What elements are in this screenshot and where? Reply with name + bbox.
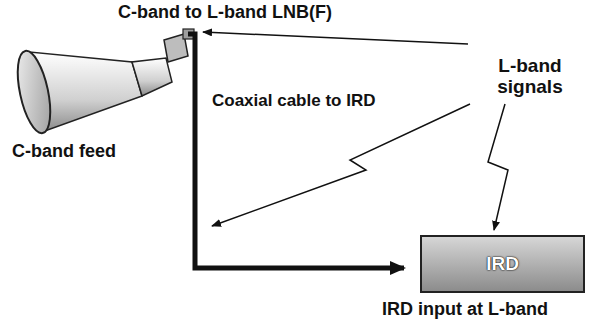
signal-zigzag bbox=[488, 104, 508, 230]
feed-throat bbox=[132, 58, 172, 96]
callout-label: C-band to L-band LNB(F) bbox=[118, 3, 332, 23]
receiver-box: IRD bbox=[420, 235, 585, 293]
callout-label: L-band signals bbox=[480, 56, 580, 98]
callout-label: Coaxial cable to IRD bbox=[212, 92, 375, 111]
signal-zigzag bbox=[212, 104, 470, 226]
callout-label: C-band feed bbox=[12, 142, 116, 162]
box-text: IRD bbox=[486, 253, 519, 275]
coaxial-cable bbox=[188, 34, 404, 268]
signal-arrow bbox=[203, 32, 468, 44]
callout-label: IRD input at L-band bbox=[382, 300, 548, 320]
feed-mouth bbox=[12, 48, 57, 136]
